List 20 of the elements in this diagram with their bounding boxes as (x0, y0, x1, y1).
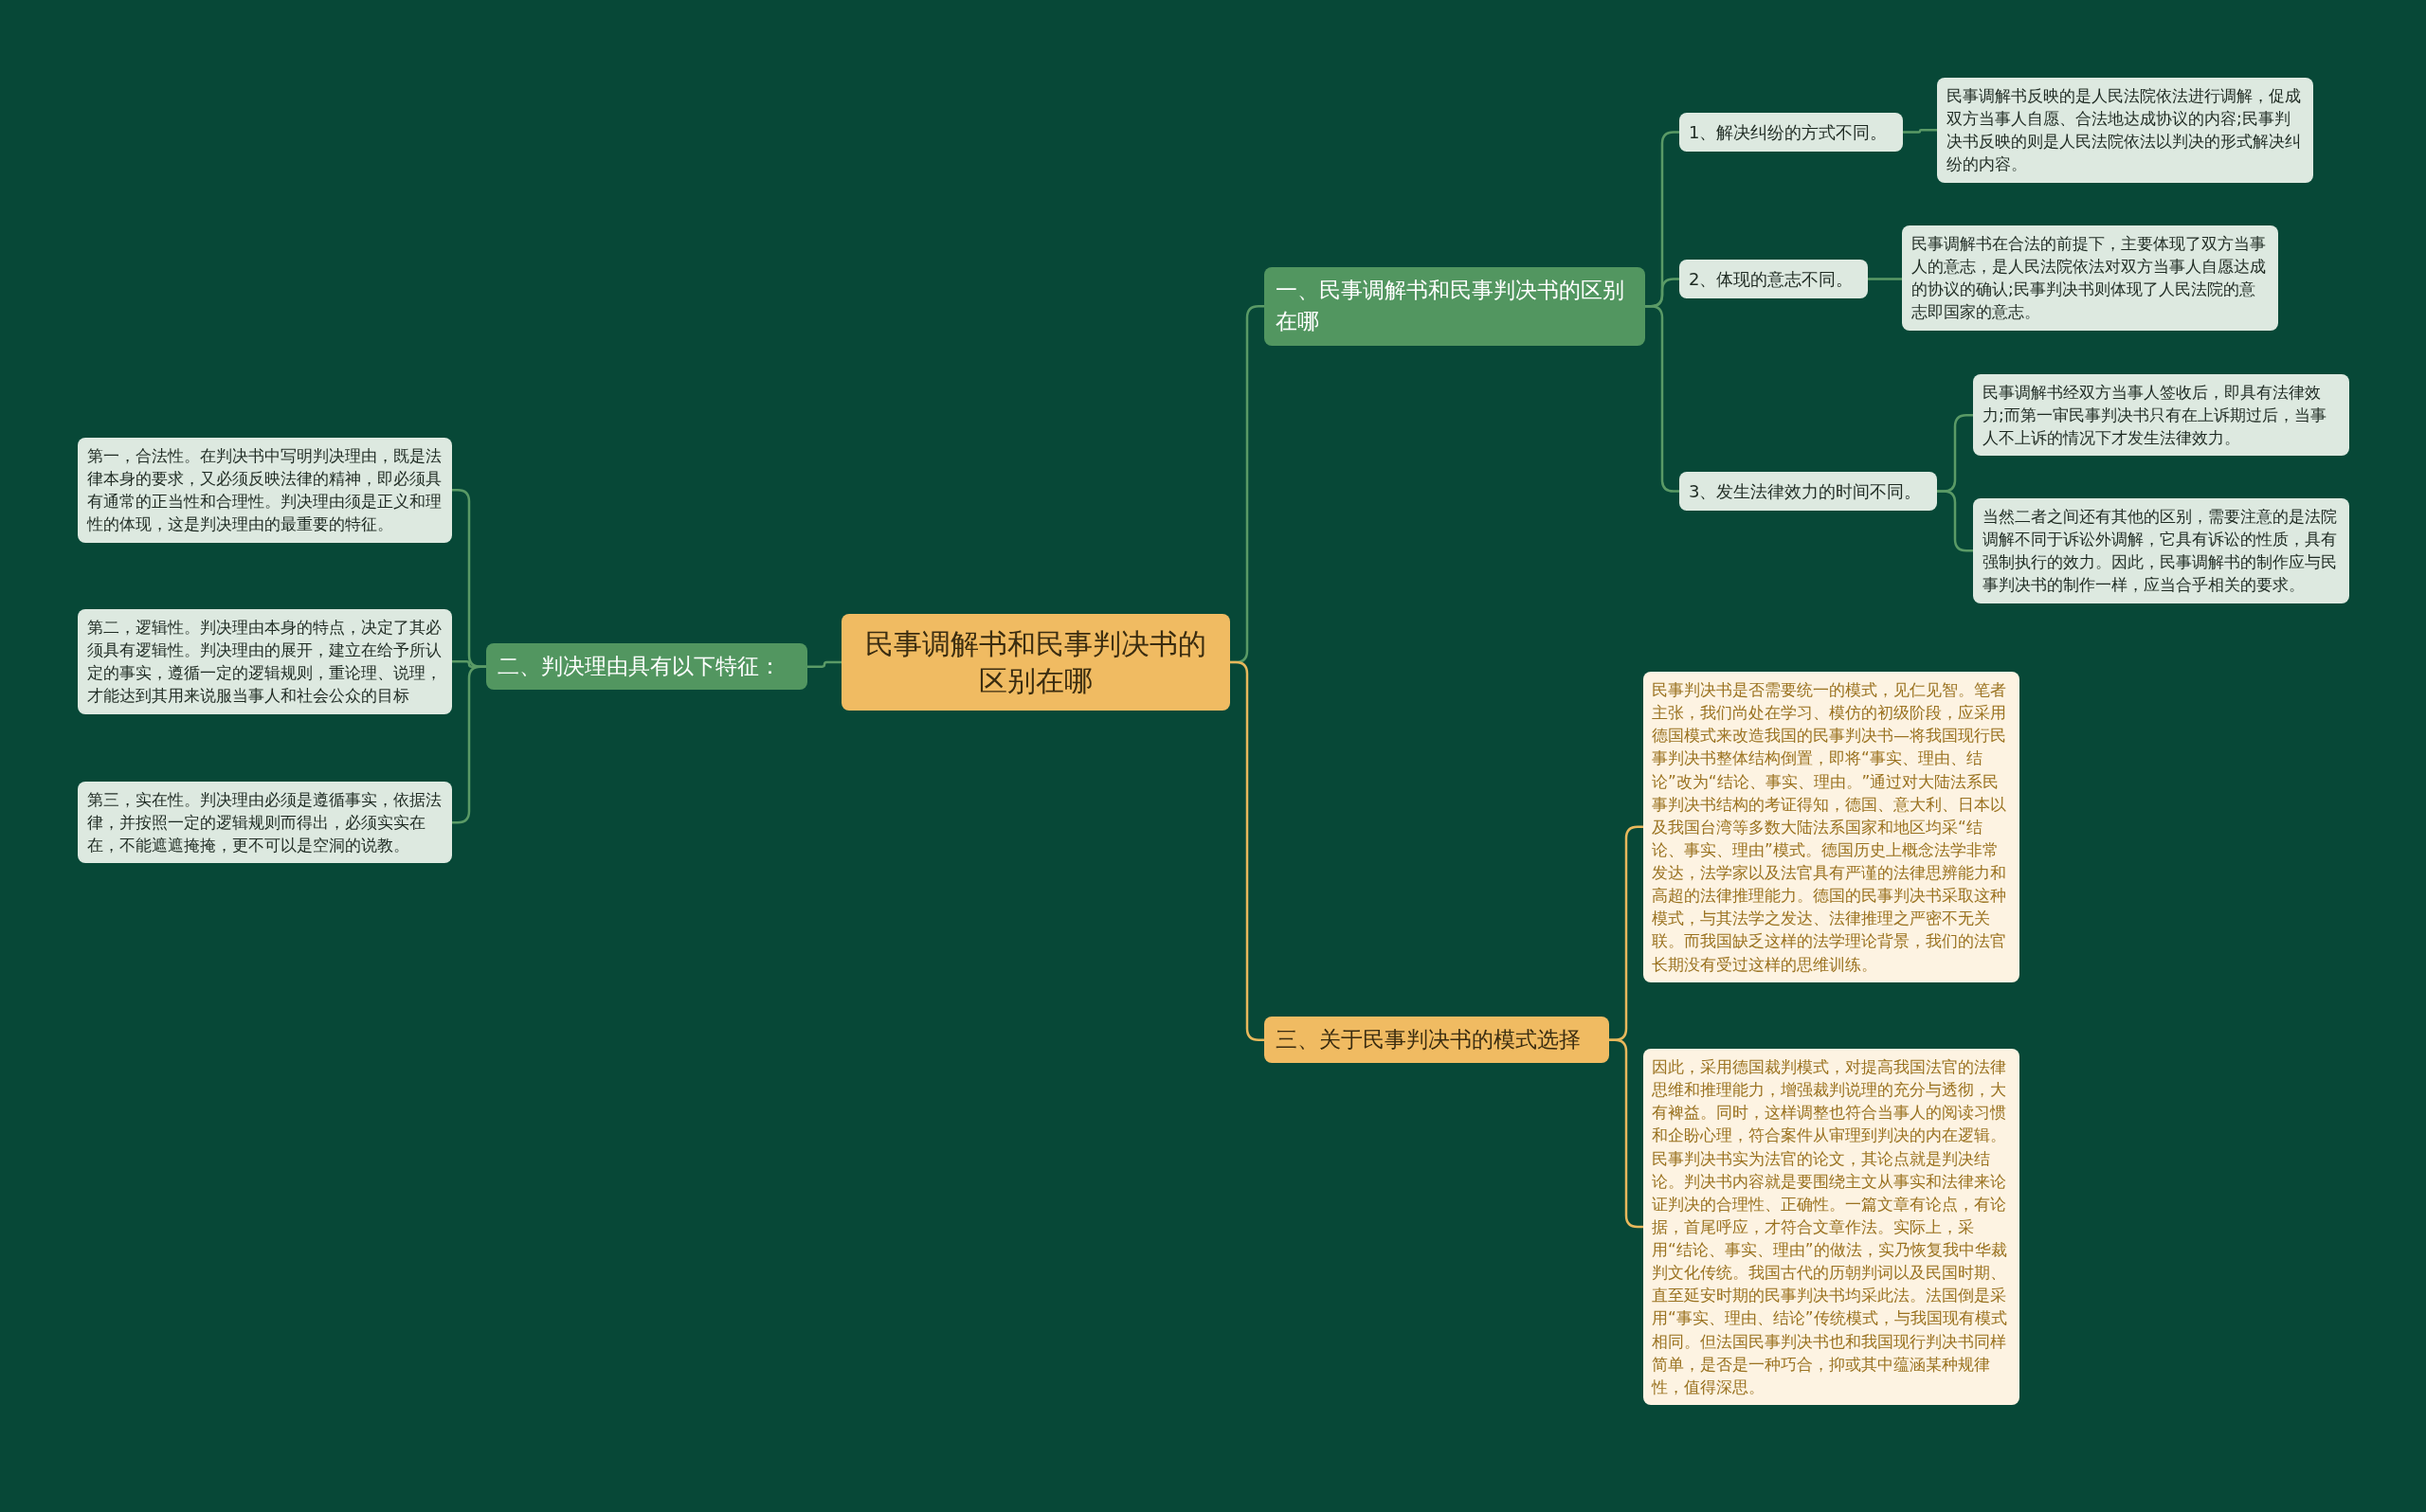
note-card: 民事调解书在合法的前提下，主要体现了双方当事人的意志，是人民法院依法对双方当事人自愿达成的协议的确认;民事判决书则体现了人民法院的意志即国家的意志。 (1902, 225, 2278, 331)
note-card: 第三，实在性。判决理由必须是遵循事实，依据法律，并按照一定的逻辑规则而得出，必须实实在在，不能遮遮掩掩，更不可以是空洞的说教。 (78, 782, 452, 864)
central-topic: 民事调解书和民事判决书的区别在哪 (842, 614, 1230, 711)
branch-topic: 一、民事调解书和民事判决书的区别在哪 (1264, 267, 1645, 346)
branch-topic: 二、判决理由具有以下特征： (486, 643, 807, 691)
note-card: 第一，合法性。在判决书中写明判决理由，既是法律本身的要求，又必须反映法律的精神，即必须具有通常的正当性和合理性。判决理由须是正义和理性的体现，这是判决理由的最重要的特征。 (78, 438, 452, 543)
subtopic: 3、发生法律效力的时间不同。 (1679, 472, 1937, 512)
subtopic: 1、解决纠纷的方式不同。 (1679, 113, 1903, 153)
note-card: 民事调解书经双方当事人签收后，即具有法律效力;而第一审民事判决书只有在上诉期过后，当事人不上诉的情况下才发生法律效力。 (1973, 374, 2349, 457)
connector-line (1868, 278, 1902, 280)
note-card: 民事调解书反映的是人民法院依法进行调解，促成双方当事人自愿、合法地达成协议的内容;民事判决书反映的则是人民法院依法以判决的形式解决纠纷的内容。 (1937, 78, 2313, 183)
connector-line (1230, 660, 1264, 1041)
note-card: 民事判决书是否需要统一的模式，见仁见智。笔者主张，我们尚处在学习、模仿的初级阶段，应采用德国模式来改造我国的民事判决书—将我国现行民事判决书整体结构倒置，即将“事实、理由、结论”改为“结论、事实、理由。”通过对大陆法系民事判决书结构的考证得知，德国、意大利、日本以及我国台湾等多数大陆法系国家和地区均采“结论、事实、理由”模式。德国历史上概念法学非常发达，法学家以及法官具有严谨的法律思辨能力和高超的法律推理能力。德国的民事判决书采取这种模式，与其法学之发达、法律推理之严密不无关联。而我国缺乏这样的法学理论背景，我们的法官长期没有受过这样的思维训练。 (1643, 672, 2019, 982)
note-card: 第二，逻辑性。判决理由本身的特点，决定了其必须具有逻辑性。判决理由的展开，建立在给予所认定的事实，遵循一定的逻辑规则，重论理、说理，才能达到其用来说服当事人和社会公众的目标 (78, 609, 452, 714)
note-card: 当然二者之间还有其他的区别，需要注意的是法院调解不同于诉讼外调解，它具有诉讼的性质，具有强制执行的效力。因此，民事调解书的制作应与民事判决书的制作一样，应当合乎相关的要求。 (1973, 498, 2349, 603)
branch-topic: 三、关于民事判决书的模式选择 (1264, 1017, 1609, 1064)
subtopic: 2、体现的意志不同。 (1679, 260, 1868, 299)
note-card: 因此，采用德国裁判模式，对提高我国法官的法律思维和推理能力，增强裁判说理的充分与透彻，大有裨益。同时，这样调整也符合当事人的阅读习惯和企盼心理，符合案件从审理到判决的内在逻辑。民事判决书实为法官的论文，其论点就是判决结论。判决书内容就是要围绕主文从事实和法律来论证判决的合理性、正确性。一篇文章有论点，有论据，首尾呼应，才符合文章作法。实际上，采用“结论、事实、理由”的做法，实乃恢复我中华裁判文化传统。我国古代的历朝判词以及民国时期、直至延安时期的民事判决书均采此法。法国倒是采用“事实、理由、结论”传统模式，与我国现有模式相同。但法国民事判决书也和我国现行判决书同样简单，是否是一种巧合，抑或其中蕴涵某种规律性，值得深思。 (1643, 1049, 2019, 1405)
connector-line (807, 660, 842, 668)
connector-line (1903, 129, 1937, 134)
